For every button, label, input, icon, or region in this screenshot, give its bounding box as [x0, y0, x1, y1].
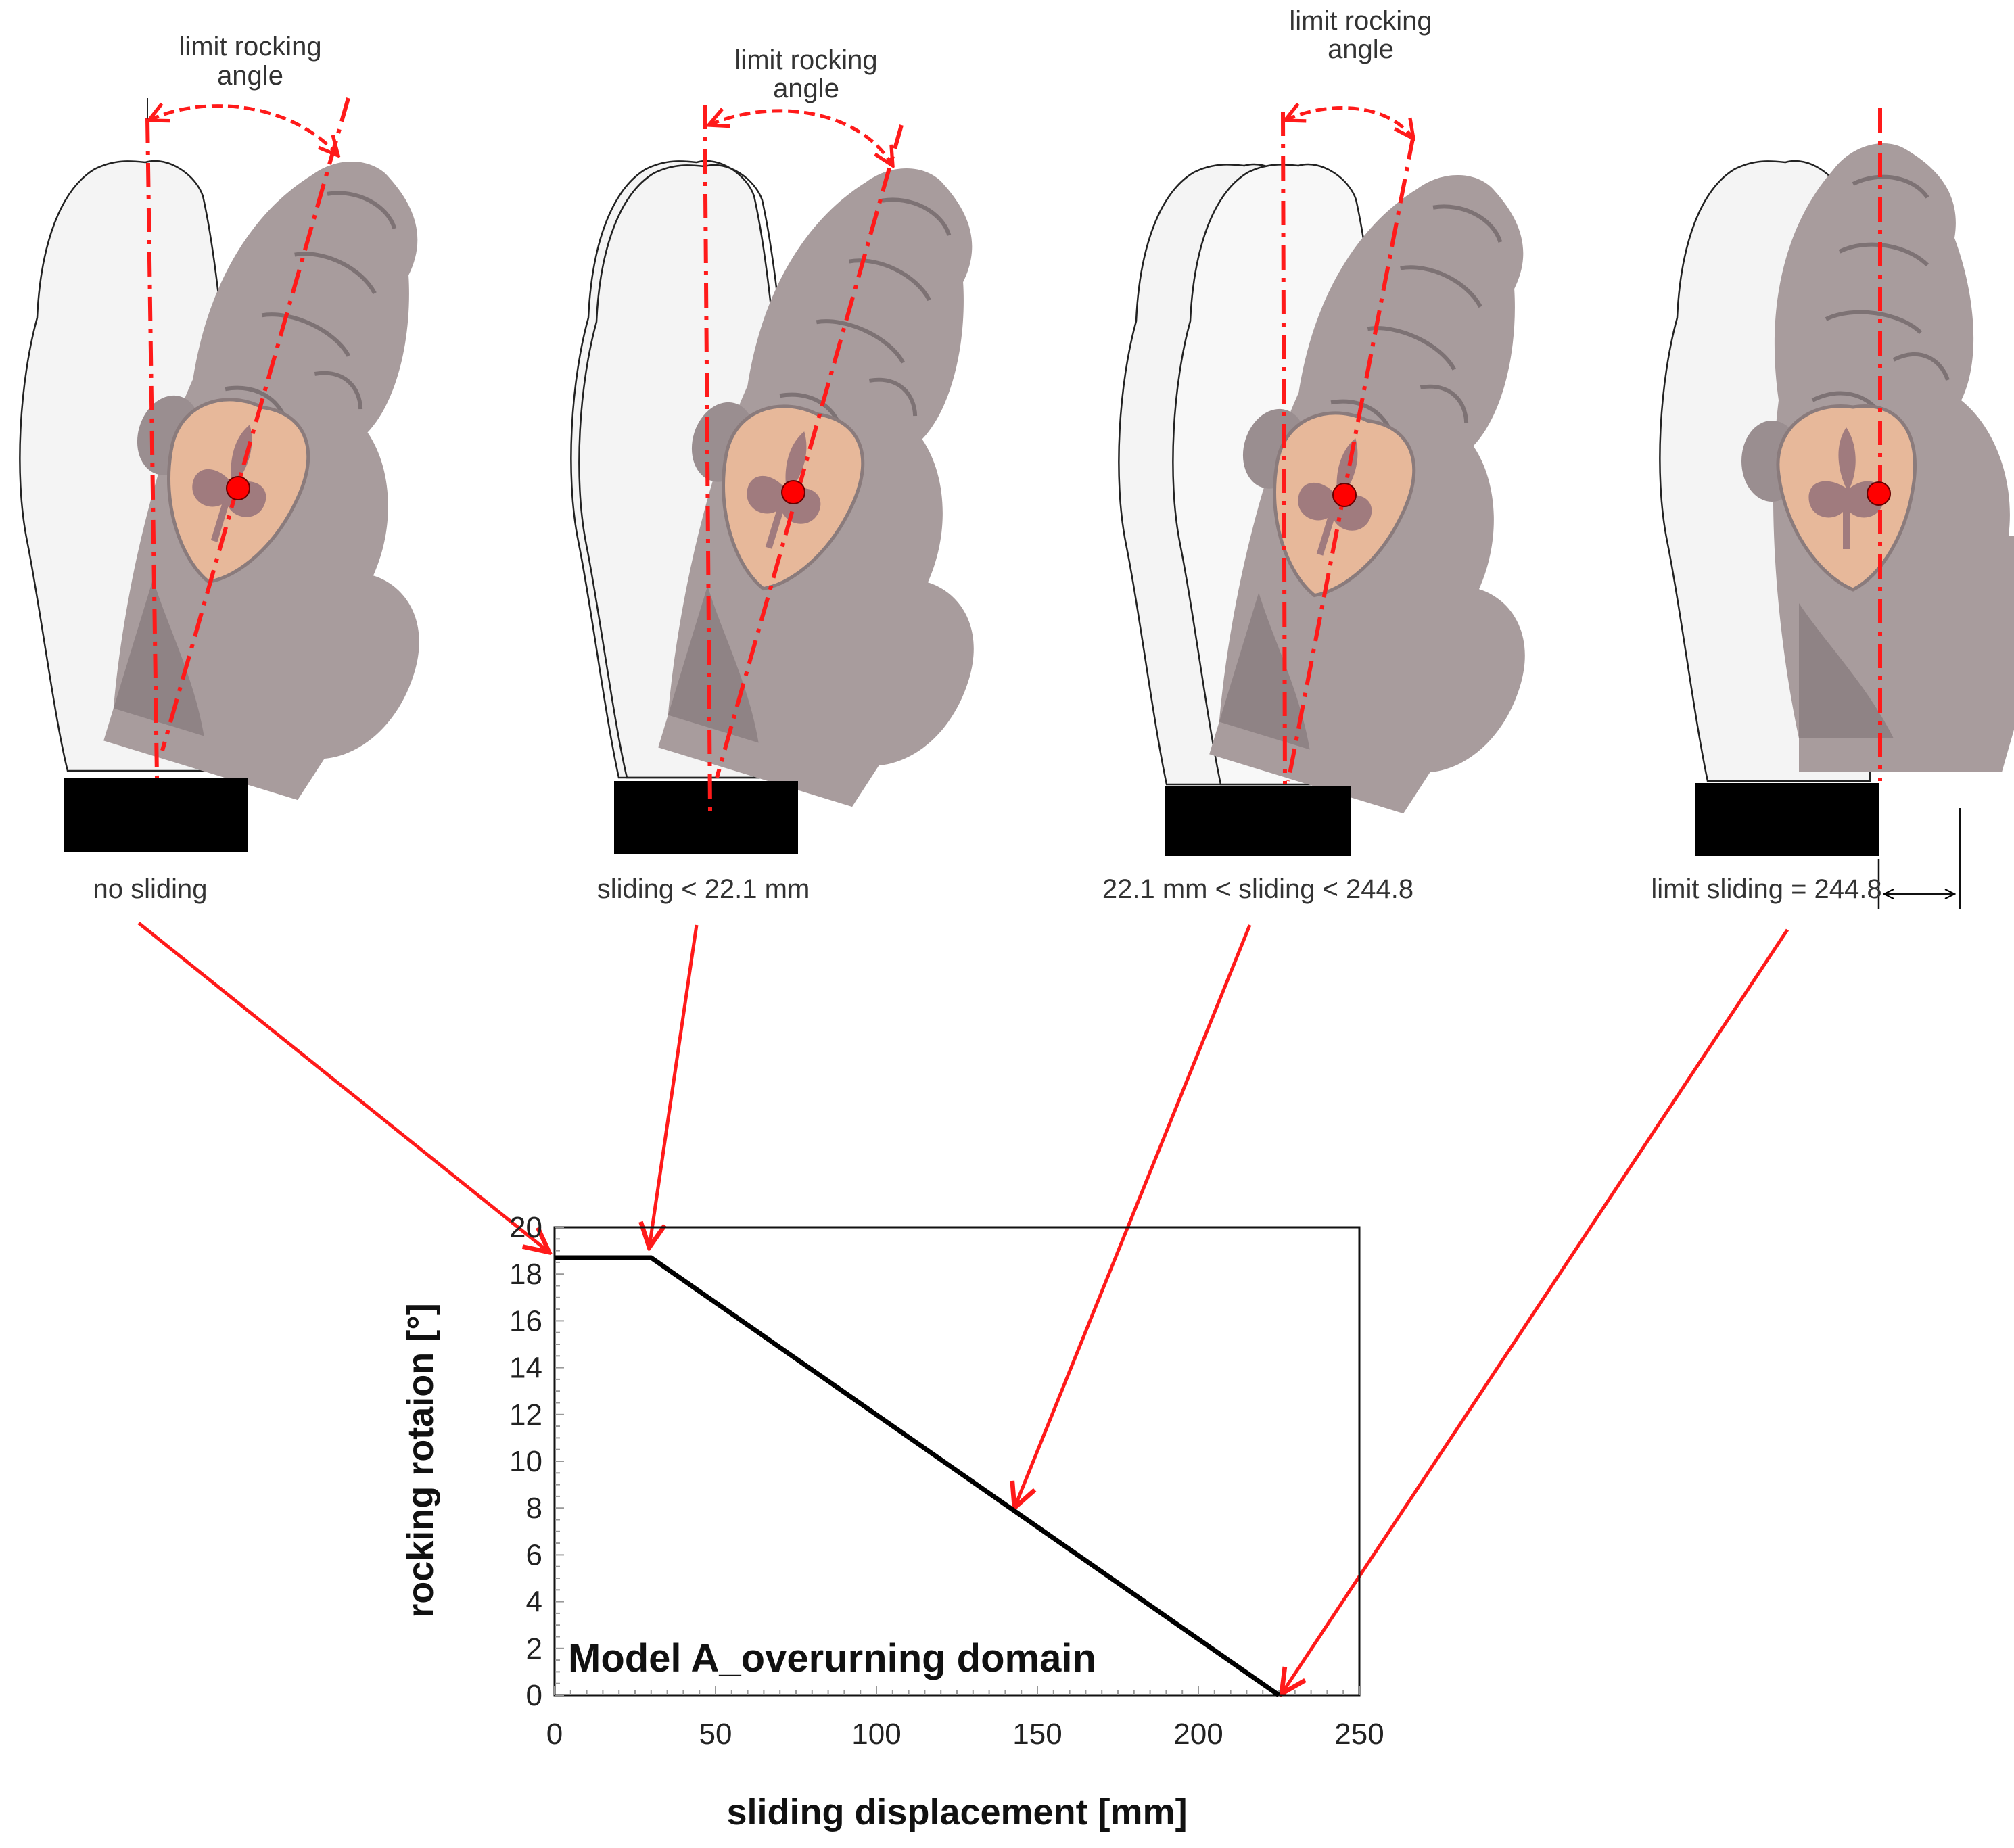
shifted-position-outline: [578, 164, 795, 779]
domain-boundary-line: [555, 1255, 1281, 1697]
rocked-axis-line: [1286, 135, 1415, 782]
pedestal-base: [1695, 783, 1879, 856]
rocking-angle-arrow: [149, 106, 338, 156]
arrow-no-sliding: [137, 922, 549, 1252]
rocking-angle-arrow: [1285, 108, 1413, 139]
angle-label-line1: limit rocking: [734, 45, 877, 75]
y-tick-label: 14: [509, 1352, 542, 1385]
pedestal-base: [614, 781, 798, 854]
y-tick-label: 6: [526, 1538, 542, 1571]
vertical-axis-line: [145, 118, 159, 778]
pedestal-base: [1165, 786, 1351, 856]
y-tick-label: 20: [509, 1211, 542, 1244]
angle-label-line2: angle: [217, 61, 283, 91]
arrow-limit-sliding: [1282, 928, 1789, 1694]
x-tick-label: 150: [1012, 1717, 1062, 1751]
y-tick-label: 16: [509, 1304, 542, 1337]
panel-caption: no sliding: [93, 874, 207, 904]
x-tick-label: 100: [851, 1717, 901, 1751]
connector-arrows: [137, 922, 1789, 1694]
center-of-mass-dot: [781, 480, 805, 504]
rocking-angle-arrow: [709, 111, 893, 166]
chart-title: Model A_overurning domain: [568, 1636, 1096, 1680]
pedestal-base: [64, 778, 248, 852]
rocked-axis-line: [715, 124, 904, 778]
vertical-axis-line: [703, 104, 712, 812]
panel-sliding-medium: limit rocking angle 22.1 mm < sliding < …: [1102, 6, 1658, 904]
panel-caption: 22.1 mm < sliding < 244.8: [1102, 874, 1413, 904]
angle-label-line2: angle: [1328, 34, 1394, 64]
y-tick-label: 10: [509, 1445, 542, 1478]
x-axis-title: sliding displacement [mm]: [726, 1792, 1187, 1832]
center-of-mass-dot: [1867, 481, 1891, 506]
x-tick-label: 250: [1334, 1717, 1384, 1751]
y-tick-label: 0: [526, 1679, 542, 1712]
rocked-axis-line: [160, 97, 350, 751]
angle-label-line2: angle: [773, 74, 839, 103]
x-tick-label: 50: [699, 1717, 732, 1751]
y-tick-label: 18: [509, 1258, 542, 1291]
x-axis-ticks: 0 50 100 150 200 250: [546, 1686, 1384, 1751]
y-tick-label: 8: [526, 1492, 542, 1525]
vertical-axis-line: [1281, 111, 1287, 785]
panel-no-sliding: limit rocking angle no sliding: [19, 32, 553, 904]
center-of-mass-dot: [1332, 483, 1357, 507]
panel-limit-sliding: limit sliding = 244.8: [1651, 108, 2014, 909]
overturning-domain-chart: 0 2 4 6 8 10 12 14 16 18 20 0 50 100 150 200 250 Model …: [400, 1211, 1384, 1832]
arrow-sliding-medium: [1014, 924, 1252, 1508]
x-tick-label: 200: [1173, 1717, 1223, 1751]
panel-caption: sliding < 22.1 mm: [597, 874, 810, 904]
plot-frame: [553, 1226, 1361, 1697]
y-tick-label: 4: [526, 1586, 542, 1619]
center-of-mass-dot: [226, 476, 250, 500]
panel-caption: limit sliding = 244.8: [1651, 874, 1881, 904]
panel-sliding-small: limit rocking angle sliding < 22.1 mm: [570, 45, 1107, 904]
x-tick-label: 0: [546, 1717, 563, 1751]
y-axis-title: rocking rotaion [°]: [400, 1303, 441, 1618]
y-axis-ticks: 0 2 4 6 8 10 12 14 16 18 20: [509, 1211, 564, 1712]
arrow-sliding-small: [649, 924, 699, 1248]
y-tick-label: 2: [526, 1632, 542, 1665]
angle-label-line1: limit rocking: [1289, 6, 1432, 36]
y-tick-label: 12: [509, 1398, 542, 1431]
angle-label-line1: limit rocking: [179, 32, 321, 62]
